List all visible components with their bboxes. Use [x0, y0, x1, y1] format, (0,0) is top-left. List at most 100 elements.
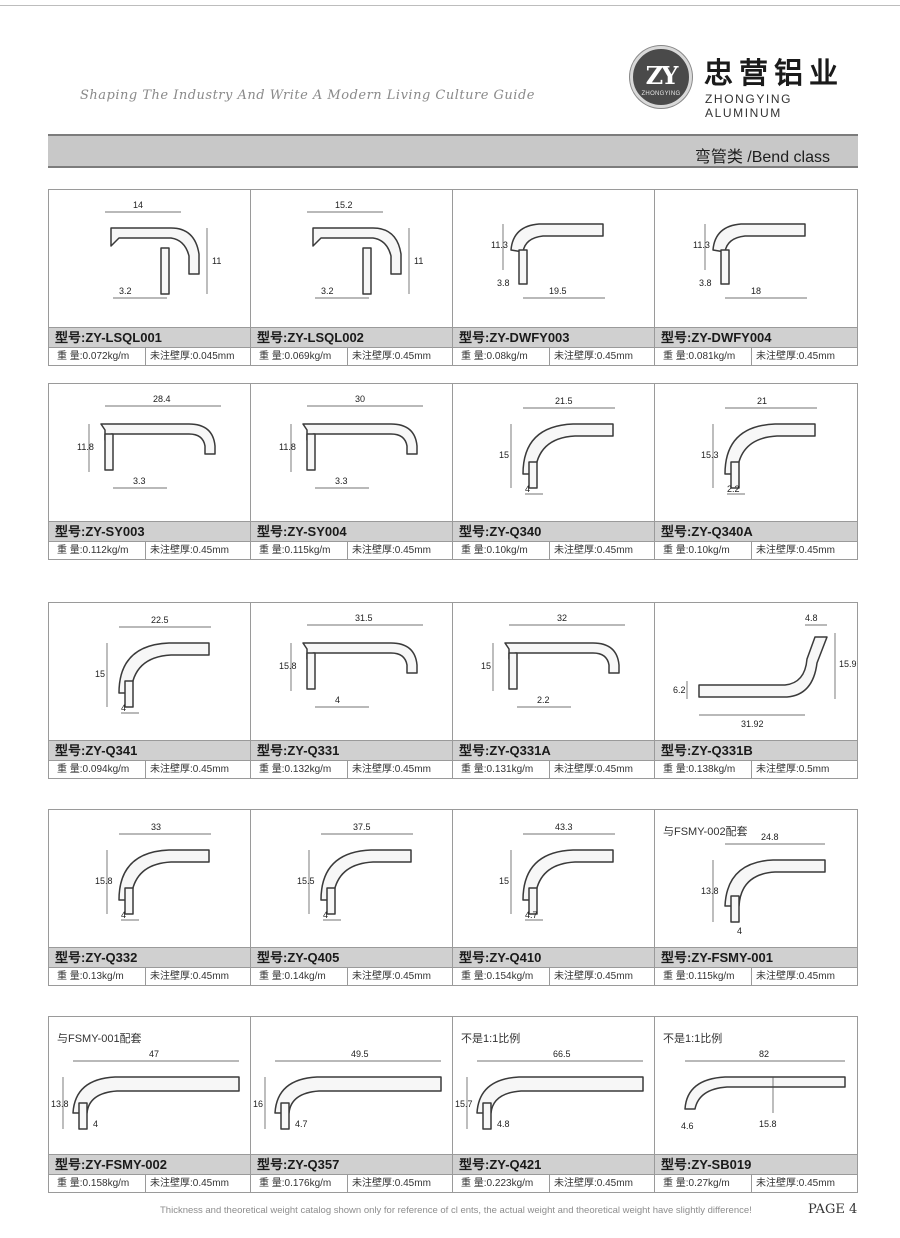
dim-height: 15.8: [759, 1119, 777, 1129]
profile-wall-thickness: 未注壁厚:0.45mm: [554, 545, 633, 556]
dim-height-2: 6.2: [673, 685, 686, 695]
dim-height: 11.8: [77, 442, 94, 452]
dim-thickness: 4.8: [497, 1119, 510, 1129]
dim-thickness: 3.2: [321, 286, 334, 296]
profile-outline: [274, 1076, 442, 1114]
profile-outline: [476, 1076, 644, 1114]
profile-outline: [482, 1102, 492, 1130]
profile-outline: [326, 887, 336, 915]
dim-width: 22.5: [151, 615, 169, 625]
dim-height: 15.5: [297, 876, 315, 886]
dim-width: 33: [151, 822, 161, 832]
profile-outline: [312, 227, 402, 275]
dim-width: 14: [133, 200, 143, 210]
profile-outline: [124, 887, 134, 915]
profile-weight: 重 量:0.176kg/m: [251, 1175, 348, 1192]
profile-wall-thickness: 未注壁厚:0.45mm: [352, 1178, 431, 1189]
profile-wall-thickness: 未注壁厚:0.45mm: [756, 545, 835, 556]
dim-width: 66.5: [553, 1049, 571, 1059]
profile-outline: [72, 1076, 240, 1114]
dim-width: 43.3: [555, 822, 573, 832]
profile-outline: [522, 423, 614, 475]
logo-emblem: ZY ZHONGYING: [630, 46, 692, 108]
profile-weight: 重 量:0.08kg/m: [453, 348, 550, 365]
profile-weight: 重 量:0.072kg/m: [49, 348, 146, 365]
profile-model: 型号:ZY-DWFY004: [655, 327, 857, 347]
dim-width: 31.5: [355, 613, 373, 623]
profile-wall-thickness: 未注壁厚:0.5mm: [756, 764, 830, 775]
dim-thickness: 3.8: [497, 278, 510, 288]
profile-note: 与FSMY-001配套: [57, 1033, 142, 1045]
profile-cross-section: 31.515.84: [279, 613, 423, 708]
profile-weight: 重 量:0.138kg/m: [655, 761, 752, 778]
profile-wall-thickness: 未注壁厚:0.45mm: [756, 351, 835, 362]
dim-width: 28.4: [153, 394, 171, 404]
profile-specs: 重 量:0.176kg/m 未注壁厚:0.45mm: [251, 1174, 452, 1192]
profile-outline: [724, 423, 816, 475]
profile-model: 型号:ZY-Q331B: [655, 740, 857, 760]
profile-note: 不是1:1比例: [663, 1033, 723, 1045]
dim-thickness: 3.3: [335, 476, 348, 486]
profile-model: 型号:ZY-Q332: [49, 947, 250, 967]
top-rule: [0, 5, 900, 6]
profile-wall-thickness: 未注壁厚:0.45mm: [756, 971, 835, 982]
profile-outline: [504, 642, 620, 674]
profile-model: 型号:ZY-Q357: [251, 1154, 452, 1174]
profile-cross-section: 28.411.83.3: [77, 394, 221, 489]
profile-model: 型号:ZY-DWFY003: [453, 327, 654, 347]
profile-model: 型号:ZY-Q410: [453, 947, 654, 967]
dim-height: 15: [499, 450, 509, 460]
dim-width: 15.2: [335, 200, 353, 210]
profile-outline: [100, 423, 216, 455]
dim-width: 18: [751, 286, 761, 296]
profile-cross-section: 66.515.74.8: [455, 1049, 644, 1130]
dim-height: 15: [481, 661, 491, 671]
profile-outline: [320, 849, 412, 901]
profile-model: 型号:ZY-SY004: [251, 521, 452, 541]
profile-wall-thickness: 未注壁厚:0.45mm: [554, 764, 633, 775]
profile-wall-thickness: 未注壁厚:0.45mm: [554, 971, 633, 982]
profile-cross-section: 24.813.84: [701, 832, 826, 936]
profile-weight: 重 量:0.115kg/m: [655, 968, 752, 985]
profile-weight: 重 量:0.158kg/m: [49, 1175, 146, 1192]
dim-height: 13.8: [51, 1099, 69, 1109]
dim-height: 11.8: [279, 442, 296, 452]
dim-height: 15: [499, 876, 509, 886]
company-name-cn: 忠营铝业: [704, 56, 845, 90]
profile-outline: [160, 247, 170, 295]
profile-wall-thickness: 未注壁厚:0.45mm: [554, 1178, 633, 1189]
section-header: 弯管类 /Bend class: [48, 134, 858, 168]
